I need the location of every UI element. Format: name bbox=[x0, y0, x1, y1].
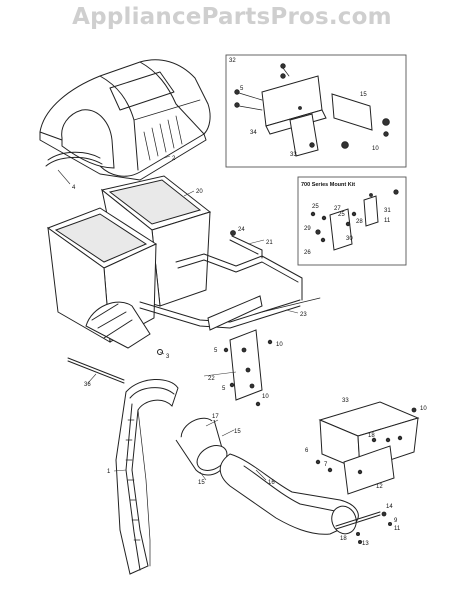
callout-1: 1 bbox=[107, 469, 111, 475]
callout-4: 4 bbox=[72, 185, 76, 191]
callout-28: 28 bbox=[356, 219, 363, 225]
callout-11a: 11 bbox=[394, 526, 401, 532]
callout-36: 36 bbox=[84, 382, 91, 388]
callout-10d: 10 bbox=[372, 146, 379, 152]
watermark-text: AppliancePartsPros.com bbox=[72, 4, 392, 30]
callout-26: 26 bbox=[304, 250, 311, 256]
callout-15c: 15 bbox=[360, 92, 367, 98]
callout-25a: 25 bbox=[312, 204, 319, 210]
callout-6: 6 bbox=[305, 448, 309, 454]
callout-31: 31 bbox=[384, 208, 391, 214]
callout-11b: 11 bbox=[384, 218, 391, 224]
callout-10b: 10 bbox=[262, 394, 269, 400]
grass-bags bbox=[46, 175, 212, 349]
lower-mount-bracket bbox=[315, 401, 420, 545]
callout-25b: 25 bbox=[338, 212, 345, 218]
callout-18a: 18 bbox=[368, 433, 375, 439]
bagger-hood bbox=[39, 59, 211, 181]
callout-9: 9 bbox=[394, 518, 398, 524]
callout-30: 30 bbox=[346, 236, 353, 242]
inset-mount-bracket: 32 bbox=[225, 54, 407, 168]
callout-5a: 5 bbox=[214, 348, 218, 354]
callout-24: 24 bbox=[238, 227, 245, 233]
callout-5-inset: 5 bbox=[240, 86, 244, 92]
callout-33a: 33 bbox=[342, 398, 349, 404]
callout-20: 20 bbox=[196, 189, 203, 195]
callout-29: 29 bbox=[304, 226, 311, 232]
callout-22: 22 bbox=[208, 376, 215, 382]
callout-5b: 5 bbox=[222, 386, 226, 392]
discharge-chute bbox=[115, 378, 179, 575]
inset-700-series-kit: 700 Series Mount Kit bbox=[297, 176, 407, 266]
callout-7: 7 bbox=[324, 462, 328, 468]
callout-12: 12 bbox=[376, 484, 383, 490]
callout-14: 14 bbox=[386, 504, 393, 510]
callout-15a: 15 bbox=[234, 429, 241, 435]
callout-21: 21 bbox=[266, 240, 273, 246]
callout-23: 23 bbox=[300, 312, 307, 318]
callout-10a: 10 bbox=[276, 342, 283, 348]
callout-33b: 33 bbox=[290, 152, 297, 158]
adapter-tube bbox=[175, 417, 359, 535]
callout-2: 2 bbox=[172, 156, 176, 162]
callout-16: 16 bbox=[268, 480, 275, 486]
leader-lines bbox=[57, 155, 299, 481]
callout-13: 13 bbox=[362, 541, 369, 547]
callout-3: 3 bbox=[166, 354, 170, 360]
callout-labels: 2 4 20 21 24 23 3 5 10 22 5 10 36 1 17 1… bbox=[72, 86, 427, 547]
callout-10c: 10 bbox=[420, 406, 427, 412]
callout-17: 17 bbox=[212, 414, 219, 420]
callout-15b: 15 bbox=[198, 480, 205, 486]
callout-27: 27 bbox=[334, 206, 341, 212]
inset-label: 32 bbox=[229, 58, 236, 64]
callout-34: 34 bbox=[250, 130, 257, 136]
callout-18b: 18 bbox=[340, 536, 347, 542]
bag-support-frame bbox=[67, 230, 321, 407]
kit-title: 700 Series Mount Kit bbox=[301, 182, 355, 188]
